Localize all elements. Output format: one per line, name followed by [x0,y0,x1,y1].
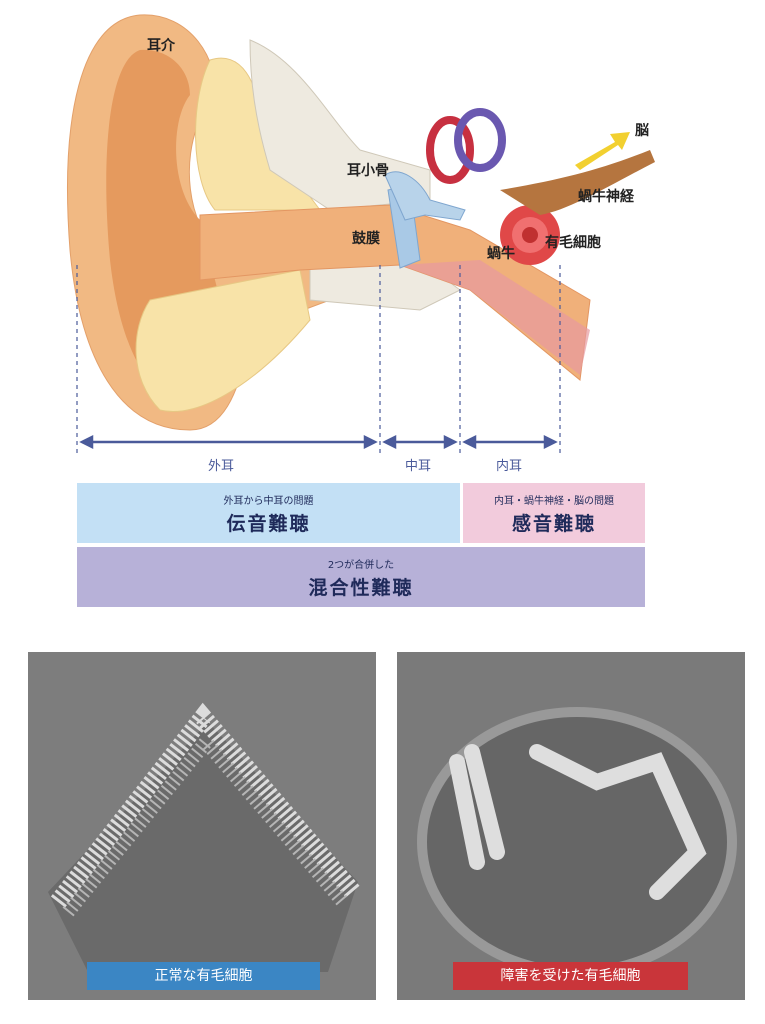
mixed-hearing-loss-box: 2つが合併した 混合性難聴 [77,547,645,607]
cochlear-nerve-shape [500,150,655,215]
conductive-sub: 外耳から中耳の問題 [223,496,314,507]
label-auricle: 耳介 [147,38,175,54]
zone-inner-ear: 内耳 [496,459,523,474]
conductive-hearing-loss-box: 外耳から中耳の問題 伝音難聴 [77,483,460,543]
mixed-title: 混合性難聴 [308,577,414,599]
sensorineural-title: 感音難聴 [511,513,596,535]
label-eardrum: 鼓膜 [352,231,380,247]
zone-arrows [79,434,558,450]
brain-arrow [575,132,630,170]
zone-outer-ear: 外耳 [208,459,235,474]
damaged-caption: 障害を受けた有毛細胞 [453,962,688,990]
label-brain: 脳 [635,123,649,139]
normal-hair-cells-image [28,652,376,1000]
label-ossicles: 耳小骨 [347,163,389,179]
damaged-hair-cells-image [397,652,745,1000]
sensorineural-hearing-loss-box: 内耳・蝸牛神経・脳の問題 感音難聴 [463,483,645,543]
mixed-sub: 2つが合併した [327,560,395,571]
label-cochlear-nerve: 蝸牛神経 [578,189,634,205]
ear-anatomy-illustration [67,14,655,455]
temporal-bone-upper [249,39,431,211]
label-cochlea: 蝸牛 [487,246,515,262]
ossicles-shape [384,171,466,221]
normal-hair-cells-photo: 正常な有毛細胞 [28,652,376,1000]
damaged-hair-cells-photo: 障害を受けた有毛細胞 [397,652,745,1000]
label-hair-cells: 有毛細胞 [545,235,601,251]
sensorineural-sub: 内耳・蝸牛神経・脳の問題 [494,496,614,507]
zone-middle-ear: 中耳 [405,459,432,474]
normal-caption: 正常な有毛細胞 [87,962,320,990]
cartilage-lower [135,269,311,412]
conductive-title: 伝音難聴 [226,513,311,535]
ear-canal [199,204,591,381]
